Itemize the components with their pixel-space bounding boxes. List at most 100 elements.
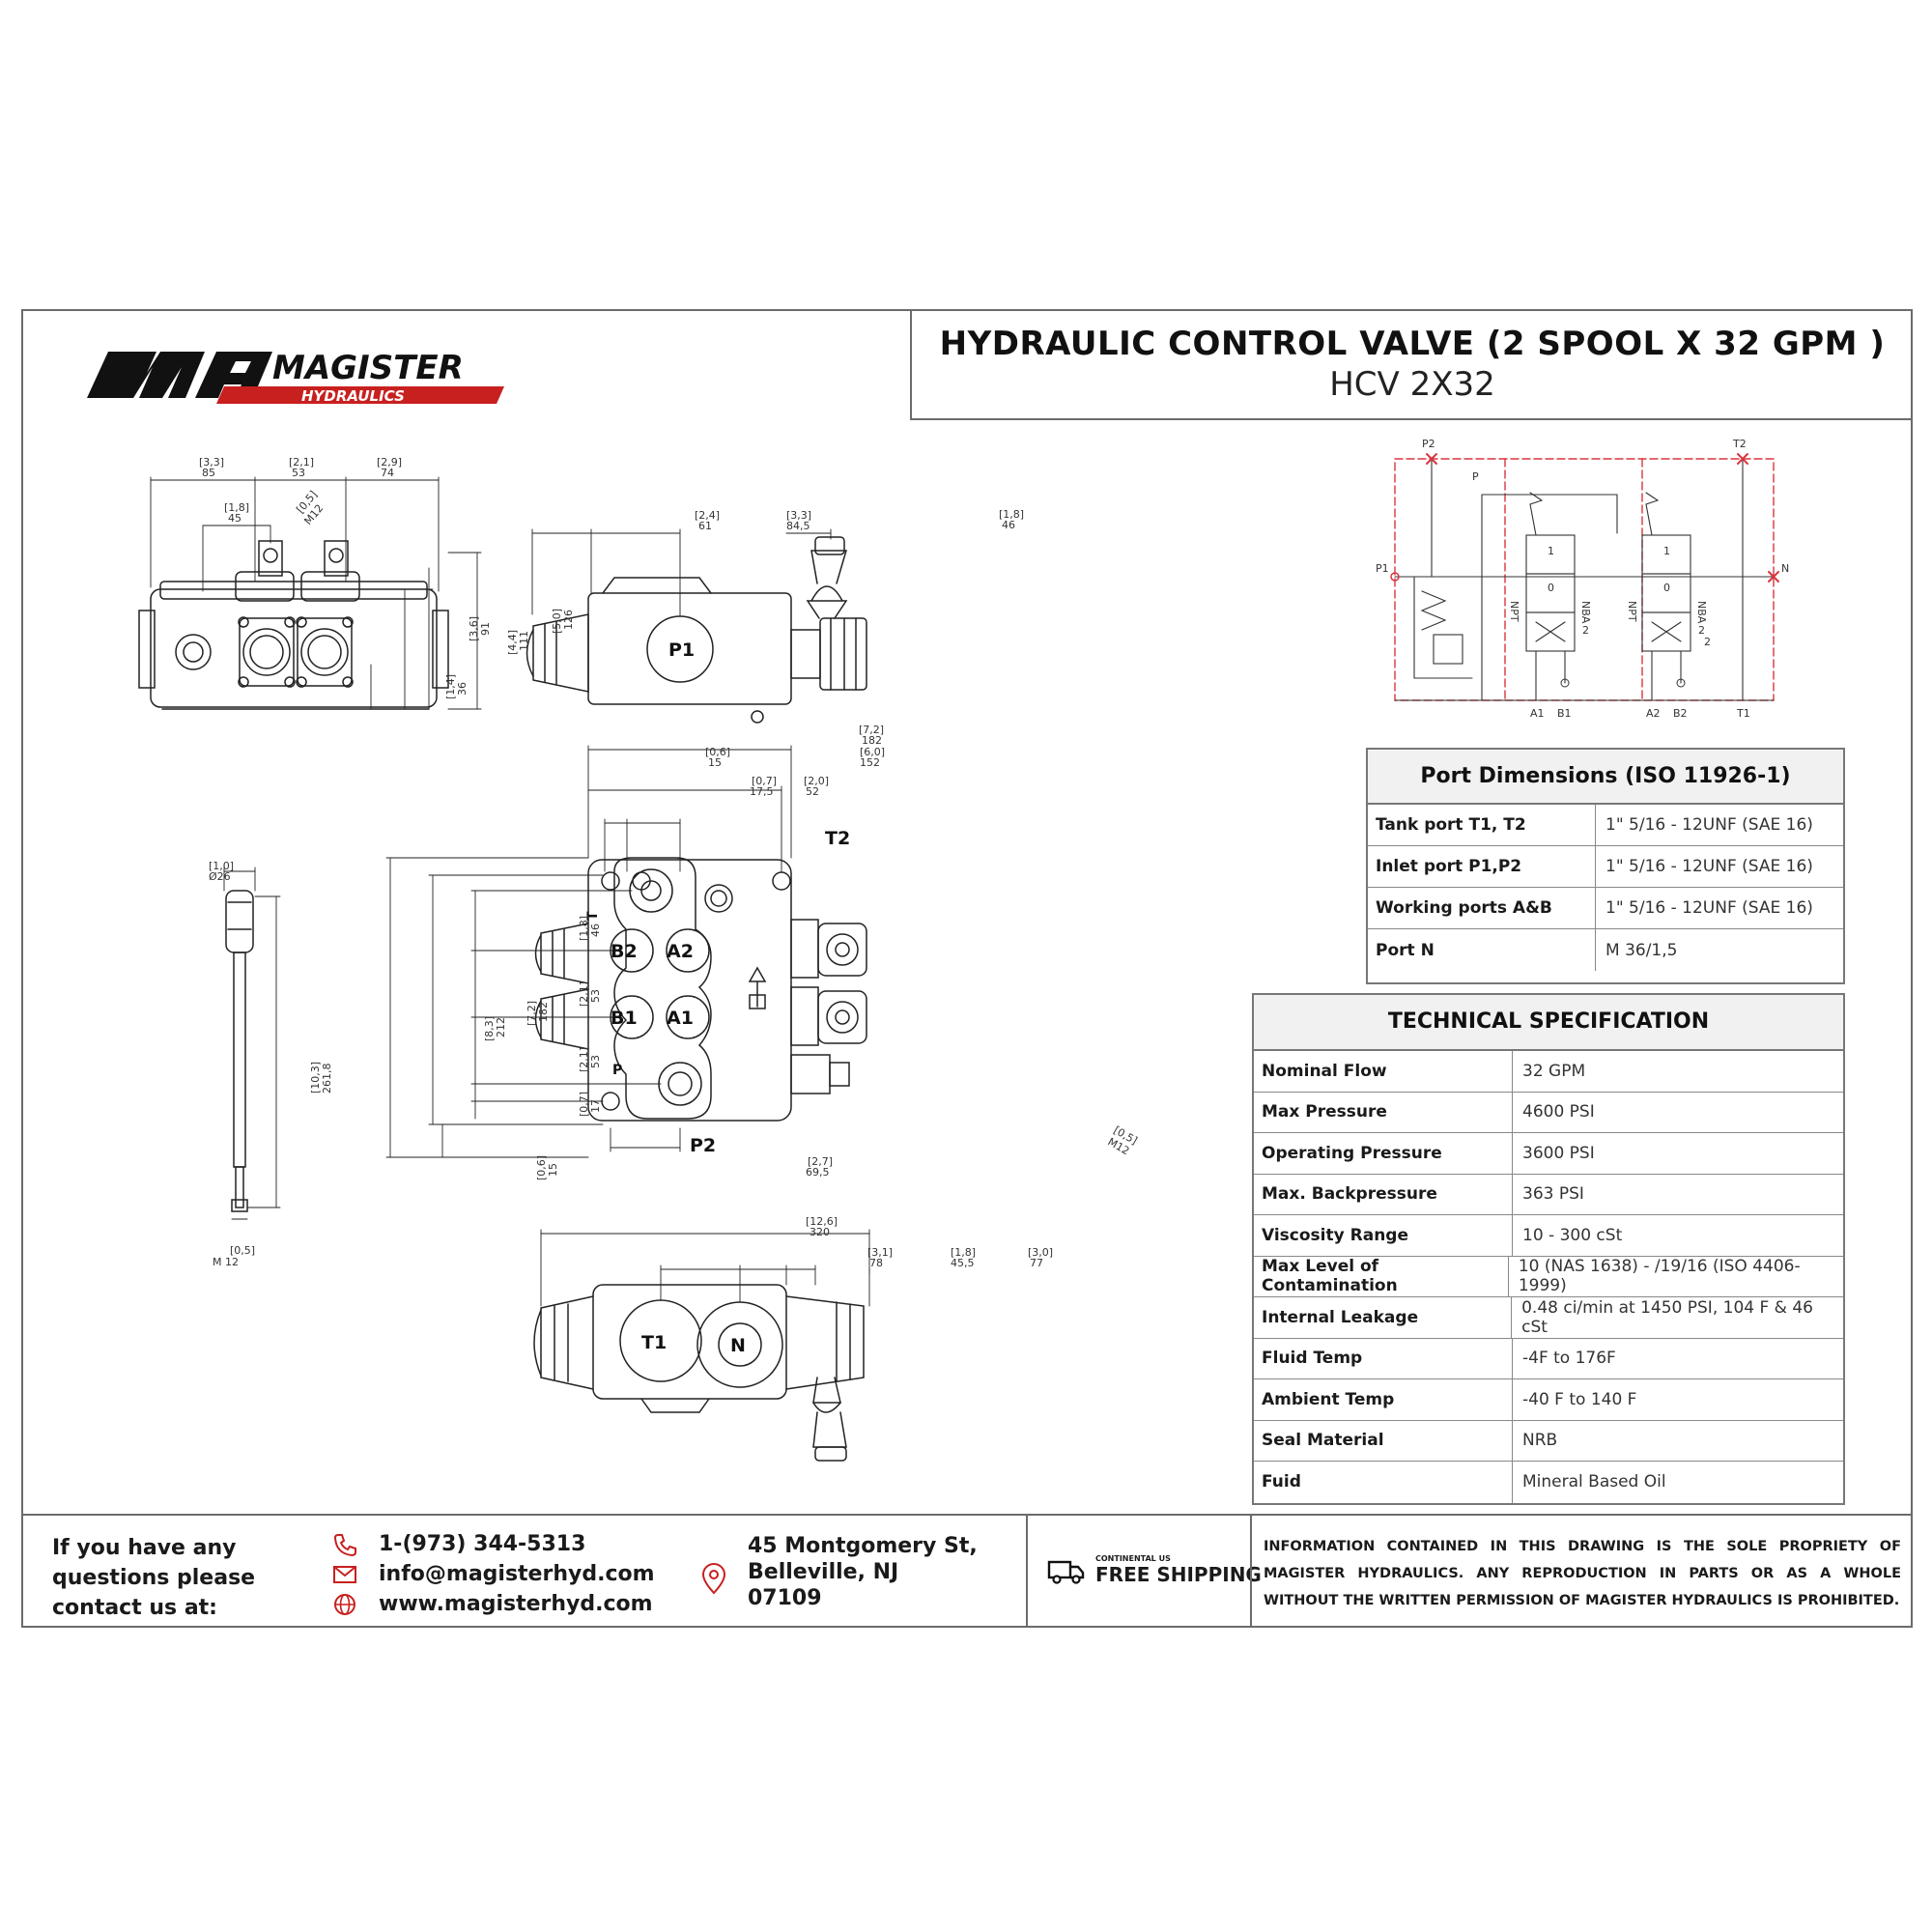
row-value: 1" 5/16 - 12UNF (SAE 16): [1605, 857, 1813, 876]
dim-text: 111: [518, 631, 530, 651]
front-view: [534, 857, 867, 1122]
technical-drawing: P2 T2 P P1 N A1 B1 A2 B2 T1 NBA NPT 1 0 …: [138, 438, 1789, 1462]
schematic-label: 1: [1548, 545, 1554, 557]
dim-text: 74: [381, 467, 394, 479]
row-label: Tank port T1, T2: [1368, 805, 1596, 845]
dim-text: [12,6]: [806, 1215, 838, 1228]
shipping-region: CONTINENTAL US: [1095, 1554, 1171, 1563]
row-value: 4600 PSI: [1522, 1102, 1595, 1122]
schematic-label: P1: [1376, 562, 1389, 575]
shipping-label: FREE SHIPPING: [1095, 1563, 1262, 1586]
row-label: Ambient Temp: [1254, 1379, 1513, 1420]
table-row: Inlet port P1,P2 1" 5/16 - 12UNF (SAE 16…: [1368, 846, 1843, 888]
schematic-label: NBA: [1695, 601, 1708, 624]
dim-text: [1,8]: [224, 501, 249, 514]
row-value: 10 (NAS 1638) - /19/16 (ISO 4406-1999): [1518, 1257, 1801, 1296]
dim-text: [3,1]: [867, 1246, 893, 1259]
table-row: Port N M 36/1,5: [1368, 929, 1843, 971]
top-view-dims: [150, 476, 482, 710]
dim-text: 15: [708, 756, 722, 769]
dim-text: [2,1]: [578, 1047, 590, 1072]
free-shipping: CONTINENTAL US FREE SHIPPING: [1047, 1554, 1262, 1586]
port-label-n: N: [730, 1335, 746, 1356]
dim-text: 212: [495, 1017, 507, 1037]
address-line: Belleville, NJ: [748, 1560, 899, 1584]
side-letter-t: T: [585, 911, 601, 921]
row-label: Seal Material: [1254, 1420, 1513, 1461]
contact-prompt-line: If you have any: [52, 1536, 237, 1560]
table-row: Fluid Temp-4F to 176F: [1254, 1338, 1843, 1379]
row-label: Viscosity Range: [1254, 1215, 1513, 1256]
address-line: 07109: [748, 1586, 822, 1610]
footer-divider: [1026, 1516, 1028, 1628]
dim-text: [0,6]: [705, 746, 730, 758]
contact-prompt-line: questions please: [52, 1566, 256, 1590]
contact-prompt: If you have any questions please contact…: [52, 1533, 255, 1623]
dim-text: 45: [228, 512, 242, 525]
schematic-label: 2: [1698, 624, 1705, 637]
logo-text: MAGISTER: [272, 349, 464, 387]
hydraulic-schematic: P2 T2 P P1 N A1 B1 A2 B2 T1 NBA NPT 1 0 …: [1376, 438, 1789, 720]
drawing-sheet: MAGISTER HYDRAULICS HYDRAULIC CONTROL VA…: [21, 309, 1913, 1628]
schematic-label: A2: [1646, 707, 1661, 720]
truck-icon: [1047, 1560, 1085, 1584]
row-value: 363 PSI: [1522, 1184, 1584, 1205]
bottom-view-dims: [540, 1229, 870, 1307]
dim-text: [1,8]: [578, 916, 590, 941]
row-label: Port N: [1368, 929, 1596, 971]
schematic-label: 2: [1582, 624, 1589, 637]
footer: If you have any questions please contact…: [23, 1514, 1911, 1628]
row-label: Nominal Flow: [1254, 1051, 1513, 1092]
dim-text: 69,5: [806, 1166, 830, 1179]
dim-text: 46: [1002, 519, 1015, 531]
row-label: Working ports A&B: [1368, 888, 1596, 928]
dim-text: 53: [292, 467, 305, 479]
dim-text: 52: [806, 785, 819, 798]
dim-text: [7,2]: [859, 724, 884, 736]
side-view-dims: [531, 528, 832, 617]
port-label-a1: A1: [667, 1008, 694, 1029]
dim-text: [3,3]: [199, 456, 224, 469]
location-pin-icon: [701, 1563, 726, 1595]
dim-text: 17: [589, 1099, 602, 1113]
legal-notice: INFORMATION CONTAINED IN THIS DRAWING IS…: [1264, 1539, 1901, 1608]
port-label-a2: A2: [667, 941, 694, 962]
logo-subtext: HYDRAULICS: [301, 387, 405, 405]
mail-icon: [333, 1565, 356, 1583]
row-value: 0.48 ci/min at 1450 PSI, 104 F & 46 cSt: [1521, 1297, 1813, 1337]
spec-table-title: TECHNICAL SPECIFICATION: [1254, 995, 1843, 1051]
table-row: Viscosity Range 10 - 300 cSt: [1254, 1215, 1843, 1257]
schematic-label: NBA: [1579, 601, 1592, 624]
dim-text: [1,4]: [444, 674, 457, 699]
port-label-b2: B2: [611, 941, 638, 962]
phone-number[interactable]: 1-(973) 344-5313: [379, 1532, 586, 1556]
row-value: -4F to 176F: [1522, 1349, 1616, 1369]
dim-text: 91: [479, 622, 492, 636]
schematic-label: 0: [1663, 582, 1670, 594]
email-link[interactable]: info@magisterhyd.com: [379, 1562, 655, 1586]
address: 45 Montgomery St, Belleville, NJ 07109: [748, 1533, 978, 1611]
row-value: NRB: [1522, 1431, 1558, 1451]
dim-text: [2,1]: [578, 981, 590, 1007]
dim-text: [2,9]: [377, 456, 402, 469]
schematic-label: 0: [1548, 582, 1554, 594]
dim-text: [2,7]: [808, 1155, 833, 1168]
website-link[interactable]: www.magisterhyd.com: [379, 1592, 653, 1616]
dim-text: 152: [860, 756, 880, 769]
schematic-label: P2: [1422, 438, 1435, 450]
port-label-p1: P1: [668, 639, 695, 661]
dim-text: Ø26: [209, 870, 231, 883]
dim-text: 320: [810, 1226, 830, 1238]
dim-text: 77: [1030, 1257, 1043, 1269]
dim-text: [2,0]: [804, 775, 829, 787]
side-view: [526, 536, 867, 724]
row-label: Inlet port P1,P2: [1368, 846, 1596, 887]
row-value: Mineral Based Oil: [1522, 1472, 1666, 1492]
row-value: 10 - 300 cSt: [1522, 1225, 1623, 1245]
schematic-label: B2: [1673, 707, 1688, 720]
dim-text: [6,0]: [860, 746, 885, 758]
dim-text: [8,3]: [483, 1016, 496, 1041]
dim-text: [5,0]: [551, 609, 563, 634]
row-label: Internal Leakage: [1254, 1297, 1513, 1338]
